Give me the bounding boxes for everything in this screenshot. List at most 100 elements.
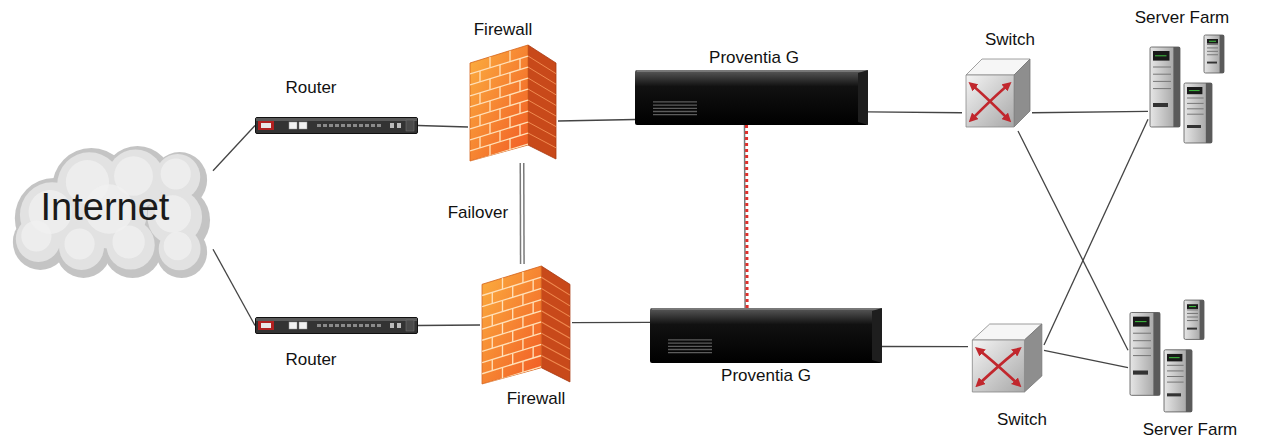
brick-joint — [509, 117, 510, 128]
appliance-vent — [668, 339, 712, 340]
network-link — [558, 120, 635, 122]
server-group — [1130, 300, 1204, 412]
server-side — [1186, 350, 1192, 412]
server-body — [1184, 83, 1212, 143]
firewall-front — [470, 45, 528, 161]
firewall-side — [528, 45, 556, 159]
server-side — [1206, 83, 1212, 143]
brick-joint — [509, 73, 510, 84]
router-device: Router — [255, 117, 418, 134]
brick-joint — [509, 139, 510, 150]
brick-line — [482, 344, 541, 362]
switch-arrow — [979, 350, 1018, 384]
brick-joint — [509, 51, 510, 62]
connector — [1018, 131, 1128, 350]
brick-joint — [512, 353, 513, 364]
server-bay — [1187, 313, 1198, 314]
server-body — [1204, 35, 1224, 73]
server-slot — [1207, 62, 1217, 64]
brick-line — [482, 333, 541, 351]
brick-line — [482, 300, 541, 318]
server-bay — [1153, 88, 1171, 89]
brick-joint — [532, 302, 533, 313]
server-side — [1173, 47, 1180, 127]
connector — [1044, 350, 1128, 367]
brick-lines — [470, 51, 528, 170]
server-bay — [1167, 382, 1184, 383]
brick-joint — [512, 376, 513, 387]
device-label: Router — [285, 350, 336, 370]
router-port — [299, 122, 307, 129]
router-body — [256, 118, 418, 134]
brick-line — [482, 311, 541, 329]
brick-joint — [522, 294, 523, 305]
brick-line — [470, 100, 528, 118]
connector — [1032, 111, 1148, 112]
failover-link — [520, 163, 525, 264]
server-bay — [1167, 370, 1184, 371]
brick-joint — [492, 382, 493, 393]
firewall-device: Firewall — [480, 264, 572, 386]
firewall-shape — [482, 266, 570, 393]
network-link — [882, 346, 968, 347]
brick-line — [541, 288, 570, 305]
switch-front — [966, 75, 1014, 127]
network-switch-icon — [962, 55, 1032, 131]
brick-joint — [502, 345, 503, 356]
server-bay — [1133, 355, 1151, 356]
firewall-side — [541, 266, 570, 382]
ips-appliance-icon — [650, 308, 882, 363]
server-group — [1150, 35, 1224, 143]
appliance-edge — [652, 309, 880, 310]
server-bay — [1153, 67, 1171, 68]
brick-joint — [479, 115, 480, 126]
network-link — [1032, 111, 1148, 112]
appliance-vent — [668, 349, 712, 350]
server-led — [1169, 357, 1180, 358]
brick-line — [470, 144, 528, 162]
server-slot — [1133, 371, 1148, 375]
network-switch: Switch — [962, 55, 1032, 131]
device-label: Switch — [997, 410, 1047, 430]
network-link — [213, 126, 255, 171]
firewall-front — [482, 266, 541, 384]
brick-joint — [489, 57, 490, 68]
router-port — [299, 322, 307, 329]
switch-shape — [966, 59, 1030, 127]
server-slot — [1167, 393, 1181, 396]
switch-arrow — [972, 85, 1008, 119]
connector — [868, 111, 962, 113]
brick-line — [470, 56, 528, 74]
firewall-shape — [470, 45, 556, 170]
brick-line — [470, 89, 528, 107]
brick-joint — [492, 337, 493, 348]
brick-line — [541, 277, 570, 295]
connector — [213, 126, 255, 171]
network-link — [418, 126, 468, 128]
brick-line — [528, 56, 556, 74]
device-label: Switch — [985, 30, 1035, 50]
network-link — [572, 322, 650, 324]
brick-joint — [479, 137, 480, 148]
brick-joint — [489, 79, 490, 90]
server-farm: Server Farm — [1148, 33, 1228, 145]
server-screen — [1187, 304, 1198, 309]
brick-line — [482, 288, 541, 306]
connector — [418, 126, 468, 128]
connector — [213, 249, 255, 325]
brick-line — [541, 356, 570, 371]
brick-joint — [492, 315, 493, 326]
appliance-body — [650, 308, 882, 363]
server-led — [1135, 321, 1147, 322]
brick-joint — [489, 123, 490, 134]
appliance-vent — [653, 101, 697, 102]
brick-joint — [499, 153, 500, 164]
router-device: Router — [255, 317, 418, 334]
brick-line — [470, 111, 528, 129]
appliance-vent — [653, 111, 697, 112]
brick-joint — [512, 308, 513, 319]
brick-joint — [502, 323, 503, 334]
server-screen — [1207, 39, 1218, 44]
server-screen — [1187, 87, 1202, 94]
router-bevel — [256, 318, 417, 321]
